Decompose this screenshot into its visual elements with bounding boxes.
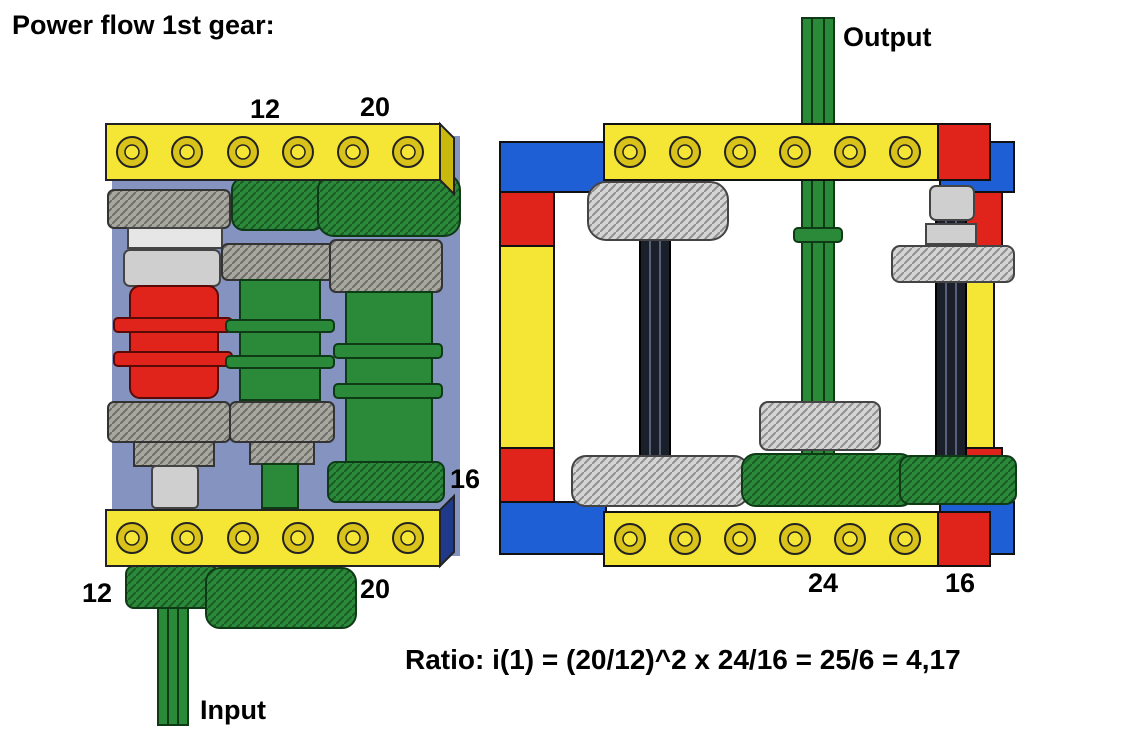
beam-hole-inner (732, 144, 748, 160)
diagram-title: Power flow 1st gear: (12, 10, 275, 40)
gear-label-right-24: 24 (808, 568, 839, 598)
beam-hole-inner (677, 531, 693, 547)
right-bottom-beam (603, 511, 939, 567)
beam-hole-inner (400, 530, 416, 546)
col2-top-gear-12 (231, 177, 325, 231)
output-label: Output (843, 22, 932, 52)
beam-hole-inner (179, 144, 195, 160)
beam-hole-inner (290, 530, 306, 546)
beam-hole-inner (677, 144, 693, 160)
gear-label-bottom-20: 20 (360, 574, 391, 604)
input-label: Input (200, 695, 266, 725)
beam-hole-inner (345, 530, 361, 546)
beam-hole-inner (290, 144, 306, 160)
beam-hole-inner (235, 144, 251, 160)
beam-hole-inner (400, 144, 416, 160)
right-small-gray-gear (891, 245, 1015, 283)
beam-hole-inner (124, 144, 140, 160)
right-assembly (499, 17, 1017, 567)
right-top-beam (603, 123, 939, 181)
right-top-red-brick (937, 123, 991, 181)
right-frame-yellow-left (499, 245, 555, 449)
beam-hole-inner (622, 144, 638, 160)
left-assembly (105, 121, 461, 726)
col3-top-gear-20 (317, 173, 461, 237)
gear-label-side-16: 16 (450, 464, 481, 494)
right-bottom-gray-gear (571, 455, 749, 507)
gear-label-bottom-12: 12 (82, 578, 113, 608)
col3-bottom-gear-16 (327, 461, 445, 503)
col1-top-gear (107, 189, 231, 229)
beam-hole-inner (842, 144, 858, 160)
beam-hole-inner (345, 144, 361, 160)
right-bottom-green-gear-24 (741, 453, 915, 507)
beam-hole-inner (787, 531, 803, 547)
gear-label-top-20: 20 (360, 92, 391, 122)
red-clutch (129, 285, 219, 399)
beam-hole-inner (124, 530, 140, 546)
right-frame-blue-bl (499, 501, 607, 555)
left-bottom-beam (105, 493, 455, 569)
beam-hole-inner (179, 530, 195, 546)
right-frame-blue-tl (499, 141, 607, 193)
right-mid-gray-gear (759, 401, 881, 451)
ratio-formula: Ratio: i(1) = (20/12)^2 x 24/16 = 25/6 =… (405, 644, 961, 675)
beam-hole-inner (897, 144, 913, 160)
beam-hole-inner (732, 531, 748, 547)
beam-hole-inner (897, 531, 913, 547)
right-axle-left (639, 219, 671, 469)
beam-hole-inner (235, 530, 251, 546)
bottom-gear-12 (125, 565, 219, 609)
col1-bottom-gear (107, 401, 231, 443)
right-bottom-red-brick (937, 511, 991, 567)
right-bottom-green-gear-16 (899, 455, 1017, 505)
bottom-gear-20 (205, 567, 357, 629)
right-top-gray-gear (587, 181, 729, 241)
beam-hole-inner (787, 144, 803, 160)
gear-label-top-12: 12 (250, 94, 281, 124)
beam-hole-inner (842, 531, 858, 547)
gear-label-right-16: 16 (945, 568, 976, 598)
beam-hole-inner (622, 531, 638, 547)
left-top-beam (105, 121, 455, 197)
